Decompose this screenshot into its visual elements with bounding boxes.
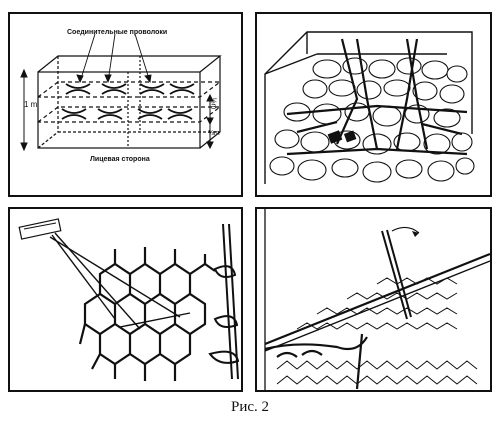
box-top-face: [37, 55, 222, 73]
binding-wire: [264, 333, 368, 390]
mesh-surface: [276, 277, 478, 385]
connecting-wires-label: Соединительные проволоки: [67, 29, 168, 36]
panel-mesh-lacing: [8, 207, 243, 392]
lid-edge: [264, 252, 490, 346]
dimension-total-height: 1 m: [24, 100, 38, 109]
figure-caption: Рис. 2: [230, 399, 270, 415]
tie-wires: [286, 38, 468, 156]
panel-lid-closing: [255, 207, 492, 392]
gabion-box-drawing: [20, 33, 222, 152]
edge-post: [208, 223, 240, 380]
dimension-lower-third: ⅓m: [208, 130, 220, 137]
stone-fill-drawing: [264, 31, 475, 184]
box-front-face: [37, 71, 201, 149]
mesh-lacing-drawing: [18, 218, 240, 381]
panel-stone-fill: [255, 12, 492, 197]
upper-level-line: [37, 81, 222, 98]
panel-gabion-box: Соединительные проволоки Лицевая сторона…: [8, 12, 243, 197]
tool-pliers: [327, 130, 357, 144]
connecting-wires: [61, 83, 195, 120]
dimension-upper-third: ⅓m: [209, 97, 217, 110]
lever-bar: [381, 226, 420, 320]
front-face-label: Лицевая сторона: [90, 156, 150, 163]
wire-coil: [18, 218, 62, 240]
lid-closing-drawing: [264, 209, 490, 390]
stones: [269, 57, 475, 183]
lacing-wires: [49, 232, 191, 330]
lower-level-line: [37, 106, 222, 123]
hexagonal-mesh: [78, 247, 216, 381]
